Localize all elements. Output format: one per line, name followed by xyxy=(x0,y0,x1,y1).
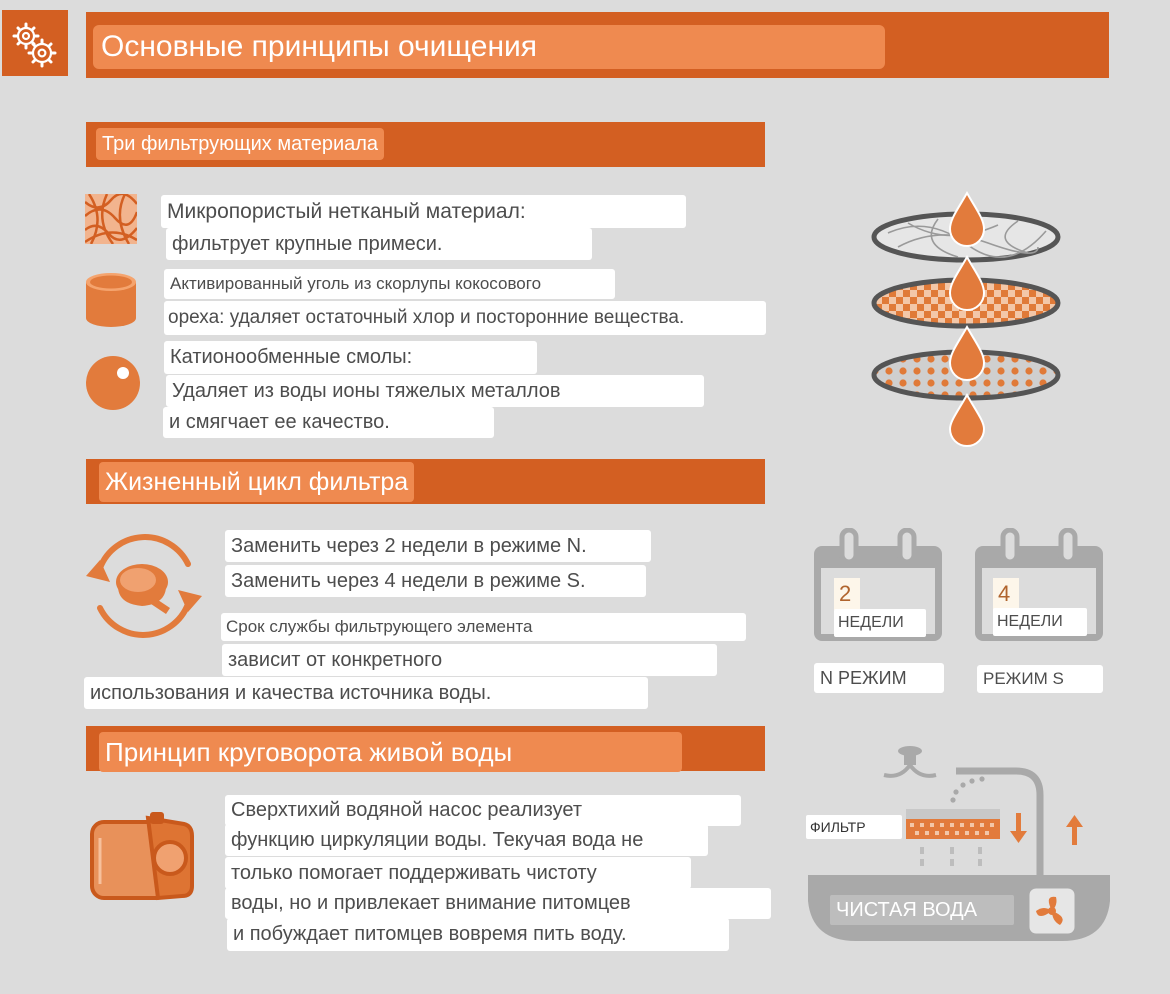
water-pump-icon xyxy=(88,808,196,904)
coconut-carbon-icon xyxy=(84,270,138,328)
page-title: Основные принципы очищения xyxy=(93,25,885,69)
down-arrow-icon xyxy=(1010,813,1027,843)
circulation-line-5: и побуждает питомцев вовремя пить воду. xyxy=(227,918,729,951)
calendar-s-mode-label: РЕЖИМ S xyxy=(977,665,1103,693)
calendar-s-number: 4 xyxy=(993,578,1019,610)
material-1-line-2: фильтрует крупные примеси. xyxy=(166,228,592,260)
lifecycle-note-line-2: зависит от конкретного xyxy=(222,644,717,676)
filter-layers-illustration xyxy=(868,185,1068,447)
diagram-filter-label: ФИЛЬТР xyxy=(806,815,902,839)
section-heading-materials: Три фильтрующих материала xyxy=(96,128,385,160)
filter-replace-cycle-icon xyxy=(78,530,210,642)
up-arrow-icon xyxy=(1066,815,1083,845)
lifecycle-line-2: Заменить через 4 недели в режиме S. xyxy=(225,565,646,597)
settings-icon-tile xyxy=(2,10,68,76)
material-3-line-2: Удаляет из воды ионы тяжелых металлов xyxy=(166,375,704,407)
circulation-line-4: воды, но и привлекает внимание питомцев xyxy=(225,888,771,919)
lifecycle-note-line-1: Срок службы фильтрующего элемента xyxy=(221,613,746,641)
material-3-line-3: и смягчает ее качество. xyxy=(163,407,494,438)
lifecycle-line-1: Заменить через 2 недели в режиме N. xyxy=(225,530,651,562)
calendar-s-unit: НЕДЕЛИ xyxy=(993,608,1087,636)
calendar-s-mode: 4 НЕДЕЛИ xyxy=(973,528,1105,643)
lifecycle-note-line-3: использования и качества источника воды. xyxy=(84,677,648,709)
fan-icon xyxy=(1036,896,1063,925)
diagram-clean-water-label: ЧИСТАЯ ВОДА xyxy=(830,895,1014,925)
circulation-line-2: функцию циркуляции воды. Текучая вода не xyxy=(225,824,708,856)
gears-icon xyxy=(12,22,57,68)
material-2-line-1: Активированный уголь из скорлупы кокосов… xyxy=(164,269,615,299)
nonwoven-fabric-icon xyxy=(85,194,137,244)
material-3-line-1: Катионообменные смолы: xyxy=(164,341,537,374)
calendar-n-number: 2 xyxy=(834,578,860,610)
resin-ball-icon xyxy=(85,355,141,411)
material-1-line-1: Микропористый нетканый материал: xyxy=(161,195,686,228)
circulation-line-3: только помогает поддерживать чистоту xyxy=(225,857,691,889)
section-heading-circulation: Принцип круговорота живой воды xyxy=(99,732,682,772)
calendar-n-unit: НЕДЕЛИ xyxy=(834,609,926,637)
calendar-n-mode-label: N РЕЖИМ xyxy=(814,663,944,693)
section-heading-lifecycle: Жизненный цикл фильтра xyxy=(99,462,415,502)
circulation-diagram: ФИЛЬТР ЧИСТАЯ ВОДА xyxy=(806,745,1116,945)
calendar-n-mode: 2 НЕДЕЛИ xyxy=(812,528,944,643)
circulation-line-1: Сверхтихий водяной насос реализует xyxy=(225,795,741,826)
material-2-line-2: ореха: удаляет остаточный хлор и посторо… xyxy=(164,301,766,335)
